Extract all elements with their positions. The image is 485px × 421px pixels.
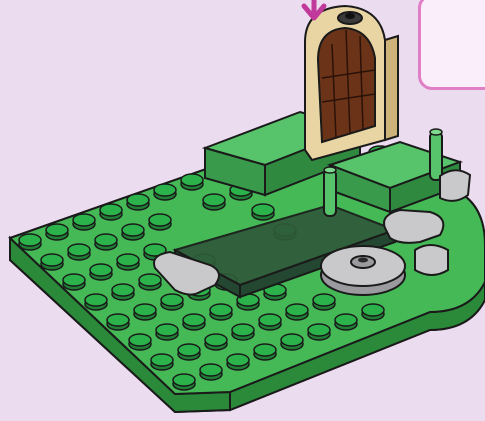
stud xyxy=(117,254,139,270)
stud xyxy=(227,354,249,370)
stud xyxy=(73,214,95,230)
stud xyxy=(232,324,254,340)
stud xyxy=(173,374,195,390)
stud xyxy=(254,344,276,360)
stud xyxy=(112,284,134,300)
stud xyxy=(259,314,281,330)
stud xyxy=(200,364,222,380)
stud xyxy=(151,354,173,370)
stud xyxy=(205,334,227,350)
callout-box xyxy=(418,0,485,90)
stud xyxy=(203,194,225,210)
stud xyxy=(122,224,144,240)
stud xyxy=(308,324,330,340)
stud xyxy=(154,184,176,200)
stud xyxy=(161,294,183,310)
stud xyxy=(210,304,232,320)
round-grey-turntable xyxy=(321,246,405,295)
stud xyxy=(335,314,357,330)
stud xyxy=(85,294,107,310)
stud xyxy=(41,254,63,270)
stud xyxy=(100,204,122,220)
stud xyxy=(362,304,384,320)
stud xyxy=(281,334,303,350)
stud xyxy=(90,264,112,280)
stud xyxy=(181,174,203,190)
tan-arch-window xyxy=(305,6,398,160)
stud xyxy=(156,324,178,340)
stud xyxy=(252,204,274,220)
stud xyxy=(129,334,151,350)
stud xyxy=(134,304,156,320)
stud xyxy=(286,304,308,320)
stud xyxy=(95,234,117,250)
stud xyxy=(19,234,41,250)
stud xyxy=(149,214,171,230)
stud xyxy=(63,274,85,290)
stud xyxy=(183,314,205,330)
stud xyxy=(46,224,68,240)
stud xyxy=(178,344,200,360)
stud xyxy=(127,194,149,210)
stud xyxy=(68,244,90,260)
stud xyxy=(139,274,161,290)
stud xyxy=(313,294,335,310)
stud xyxy=(107,314,129,330)
